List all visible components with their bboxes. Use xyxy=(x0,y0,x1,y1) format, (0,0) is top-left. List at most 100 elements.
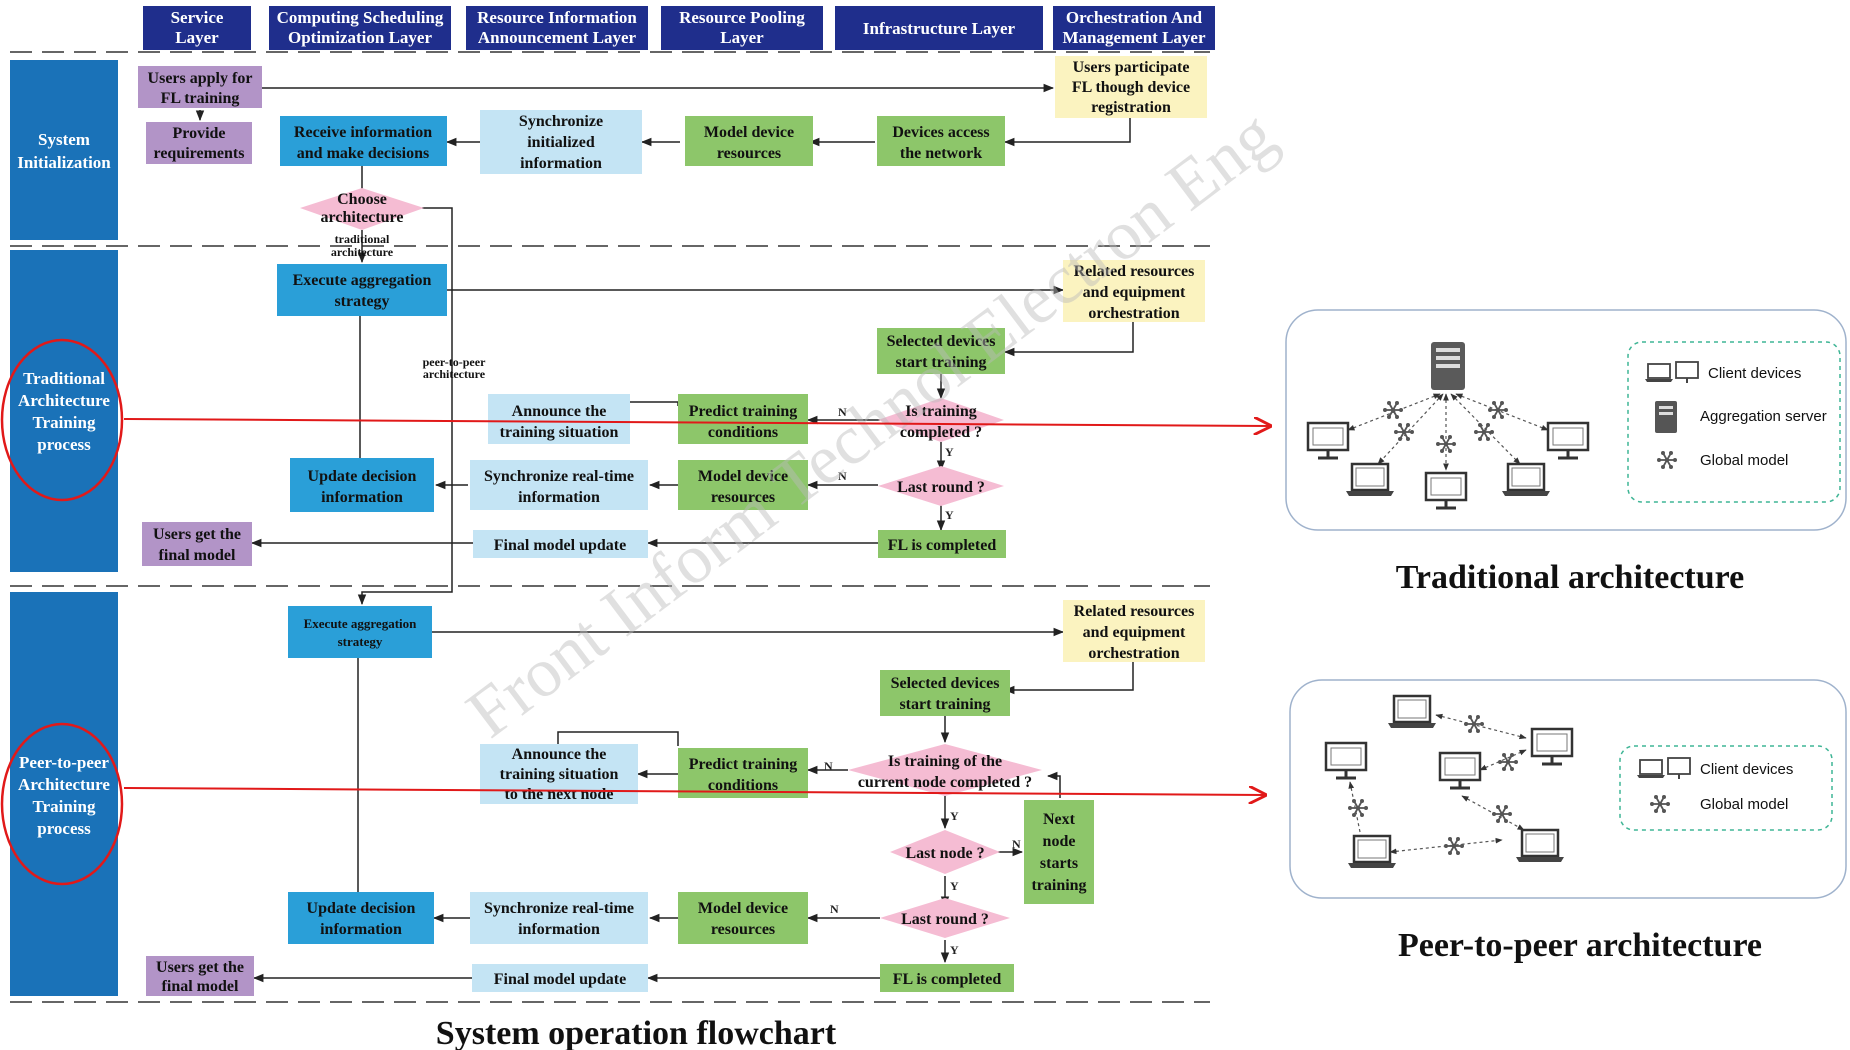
phase-traditional-l1: Traditional xyxy=(23,369,105,388)
p2p-nodes: Execute aggregation strategy Related res… xyxy=(146,600,1205,996)
node-update-decision-p2p-l1: Update decision xyxy=(307,900,416,917)
client-laptop-icon xyxy=(1344,462,1396,498)
legend-global-model-label: Global model xyxy=(1700,796,1788,813)
phase-bars: System Initialization Traditional Archit… xyxy=(0,60,124,996)
layer-header-service-l2: Layer xyxy=(175,28,219,47)
phase-bar-init xyxy=(10,60,118,240)
node-users-apply-l2: FL training xyxy=(161,90,240,107)
node-last-round-trad xyxy=(878,466,1004,506)
node-related-resources-trad-l3: orchestration xyxy=(1088,305,1179,322)
node-users-get-p2p xyxy=(146,956,254,996)
node-sync-initialized xyxy=(480,110,642,174)
node-provide-requirements xyxy=(146,122,252,164)
node-choose-architecture-l1: Choose xyxy=(337,191,387,208)
layer-header-pooling xyxy=(661,6,823,50)
label-no: N xyxy=(838,405,847,419)
node-model-device-trad-l2: resources xyxy=(711,489,775,506)
legend-aggregation-server-label: Aggregation server xyxy=(1700,408,1827,425)
node-selected-devices-p2p xyxy=(880,670,1010,716)
node-related-resources-p2p-l3: orchestration xyxy=(1088,645,1179,662)
node-next-node-starts-l4: training xyxy=(1031,877,1086,894)
node-model-device-p2p-l1: Model device xyxy=(698,900,788,917)
node-related-resources-p2p-l1: Related resources xyxy=(1074,603,1195,620)
node-selected-devices-trad-l2: start training xyxy=(895,354,986,371)
node-predict-training-p2p-l2: conditions xyxy=(708,777,778,794)
node-receive-info xyxy=(280,116,447,166)
legend-client-devices-label: Client devices xyxy=(1700,761,1793,778)
node-users-participate-l2: FL though device xyxy=(1072,79,1190,96)
client-laptop-icon xyxy=(1386,694,1438,730)
layer-header-resource-info-l1: Resource Information xyxy=(477,8,637,27)
node-final-update-trad xyxy=(473,530,648,558)
legend-server-icon xyxy=(1655,401,1677,433)
node-sync-realtime-p2p xyxy=(470,892,648,944)
label-p2p-arch-l1: peer-to-peer xyxy=(423,355,487,369)
caption-p2p: Peer-to-peer architecture xyxy=(1398,927,1762,964)
label-no: N xyxy=(838,469,847,483)
node-sync-initialized-l1: Synchronize xyxy=(519,113,603,130)
node-predict-training-trad-l1: Predict training xyxy=(689,403,798,420)
section-separators xyxy=(10,51,1210,1003)
node-next-node-starts xyxy=(1024,800,1094,904)
node-final-update-trad-label: Final model update xyxy=(494,537,626,554)
node-predict-training-trad xyxy=(678,394,808,444)
node-announce-trad xyxy=(488,394,630,444)
layer-header-infrastructure xyxy=(835,6,1043,50)
node-selected-devices-trad xyxy=(877,328,1005,374)
node-sync-initialized-l2: initialized xyxy=(527,134,595,151)
layer-header-pooling-l1: Resource Pooling xyxy=(679,8,805,27)
node-last-round-p2p-label: Last round ? xyxy=(901,911,989,928)
node-sync-initialized-l3: information xyxy=(520,155,602,172)
node-model-device-trad xyxy=(678,460,808,510)
node-sync-realtime-p2p-l2: information xyxy=(518,921,600,938)
node-is-training-current-node-l1: Is training of the xyxy=(888,753,1002,770)
node-related-resources-trad-l2: and equipment xyxy=(1083,284,1186,301)
caption-flowchart: System operation flowchart xyxy=(436,1015,837,1050)
layer-header-service-l1: Service xyxy=(171,8,224,27)
node-fl-completed-p2p xyxy=(880,964,1014,992)
label-no: N xyxy=(1012,837,1021,851)
caption-traditional: Traditional architecture xyxy=(1396,559,1744,596)
node-next-node-starts-l1: Next xyxy=(1043,811,1076,828)
layer-header-infrastructure-l1: Infrastructure Layer xyxy=(863,19,1016,38)
legend-global-model-label: Global model xyxy=(1700,452,1788,469)
label-no: N xyxy=(830,902,839,916)
phase-traditional-l3: Training xyxy=(33,413,96,432)
node-sync-realtime-trad-l2: information xyxy=(518,489,600,506)
node-model-device-p2p xyxy=(678,892,808,944)
pointer-arrow-traditional xyxy=(123,419,1270,426)
node-provide-requirements-l2: requirements xyxy=(154,145,245,162)
node-receive-info-l1: Receive information xyxy=(294,124,432,141)
phase-bar-traditional xyxy=(10,250,118,572)
node-announce-p2p-l3: to the next node xyxy=(505,786,614,803)
node-related-resources-p2p xyxy=(1063,600,1205,662)
node-is-training-completed-l1: Is training xyxy=(905,403,977,420)
client-laptop-icon xyxy=(1500,462,1552,498)
node-execute-aggregation-p2p-l1: Execute aggregation xyxy=(304,616,418,631)
node-is-training-completed xyxy=(878,398,1004,442)
phase-p2p-l1: Peer-to-peer xyxy=(19,753,109,772)
node-model-device-trad-l1: Model device xyxy=(698,468,788,485)
node-execute-aggregation-trad xyxy=(277,264,447,316)
node-is-training-current-node-l2: current node completed ? xyxy=(858,774,1032,791)
branch-labels: N Y N Y N Y N Y N Y xyxy=(824,405,1021,957)
node-announce-trad-l2: training situation xyxy=(500,424,619,441)
node-final-update-p2p-label: Final model update xyxy=(494,971,626,988)
node-execute-aggregation-p2p xyxy=(288,606,432,658)
node-selected-devices-p2p-l1: Selected devices xyxy=(891,675,1000,692)
label-yes: Y xyxy=(945,508,954,522)
node-next-node-starts-l2: node xyxy=(1043,833,1076,850)
node-users-get-trad xyxy=(142,522,252,566)
phase-p2p-l2: Architecture xyxy=(18,775,110,794)
legend-client-devices-icon xyxy=(1637,757,1691,779)
phase-traditional-l4: process xyxy=(37,435,91,454)
layer-header-computing xyxy=(269,6,451,50)
node-choose-architecture xyxy=(300,188,424,230)
node-announce-p2p-l1: Announce the xyxy=(512,746,607,763)
node-provide-requirements-l1: Provide xyxy=(172,125,225,142)
pointer-arrow-p2p xyxy=(123,788,1265,795)
node-devices-access xyxy=(877,116,1005,166)
node-users-apply xyxy=(138,66,262,108)
node-users-get-trad-l2: final model xyxy=(159,547,236,564)
